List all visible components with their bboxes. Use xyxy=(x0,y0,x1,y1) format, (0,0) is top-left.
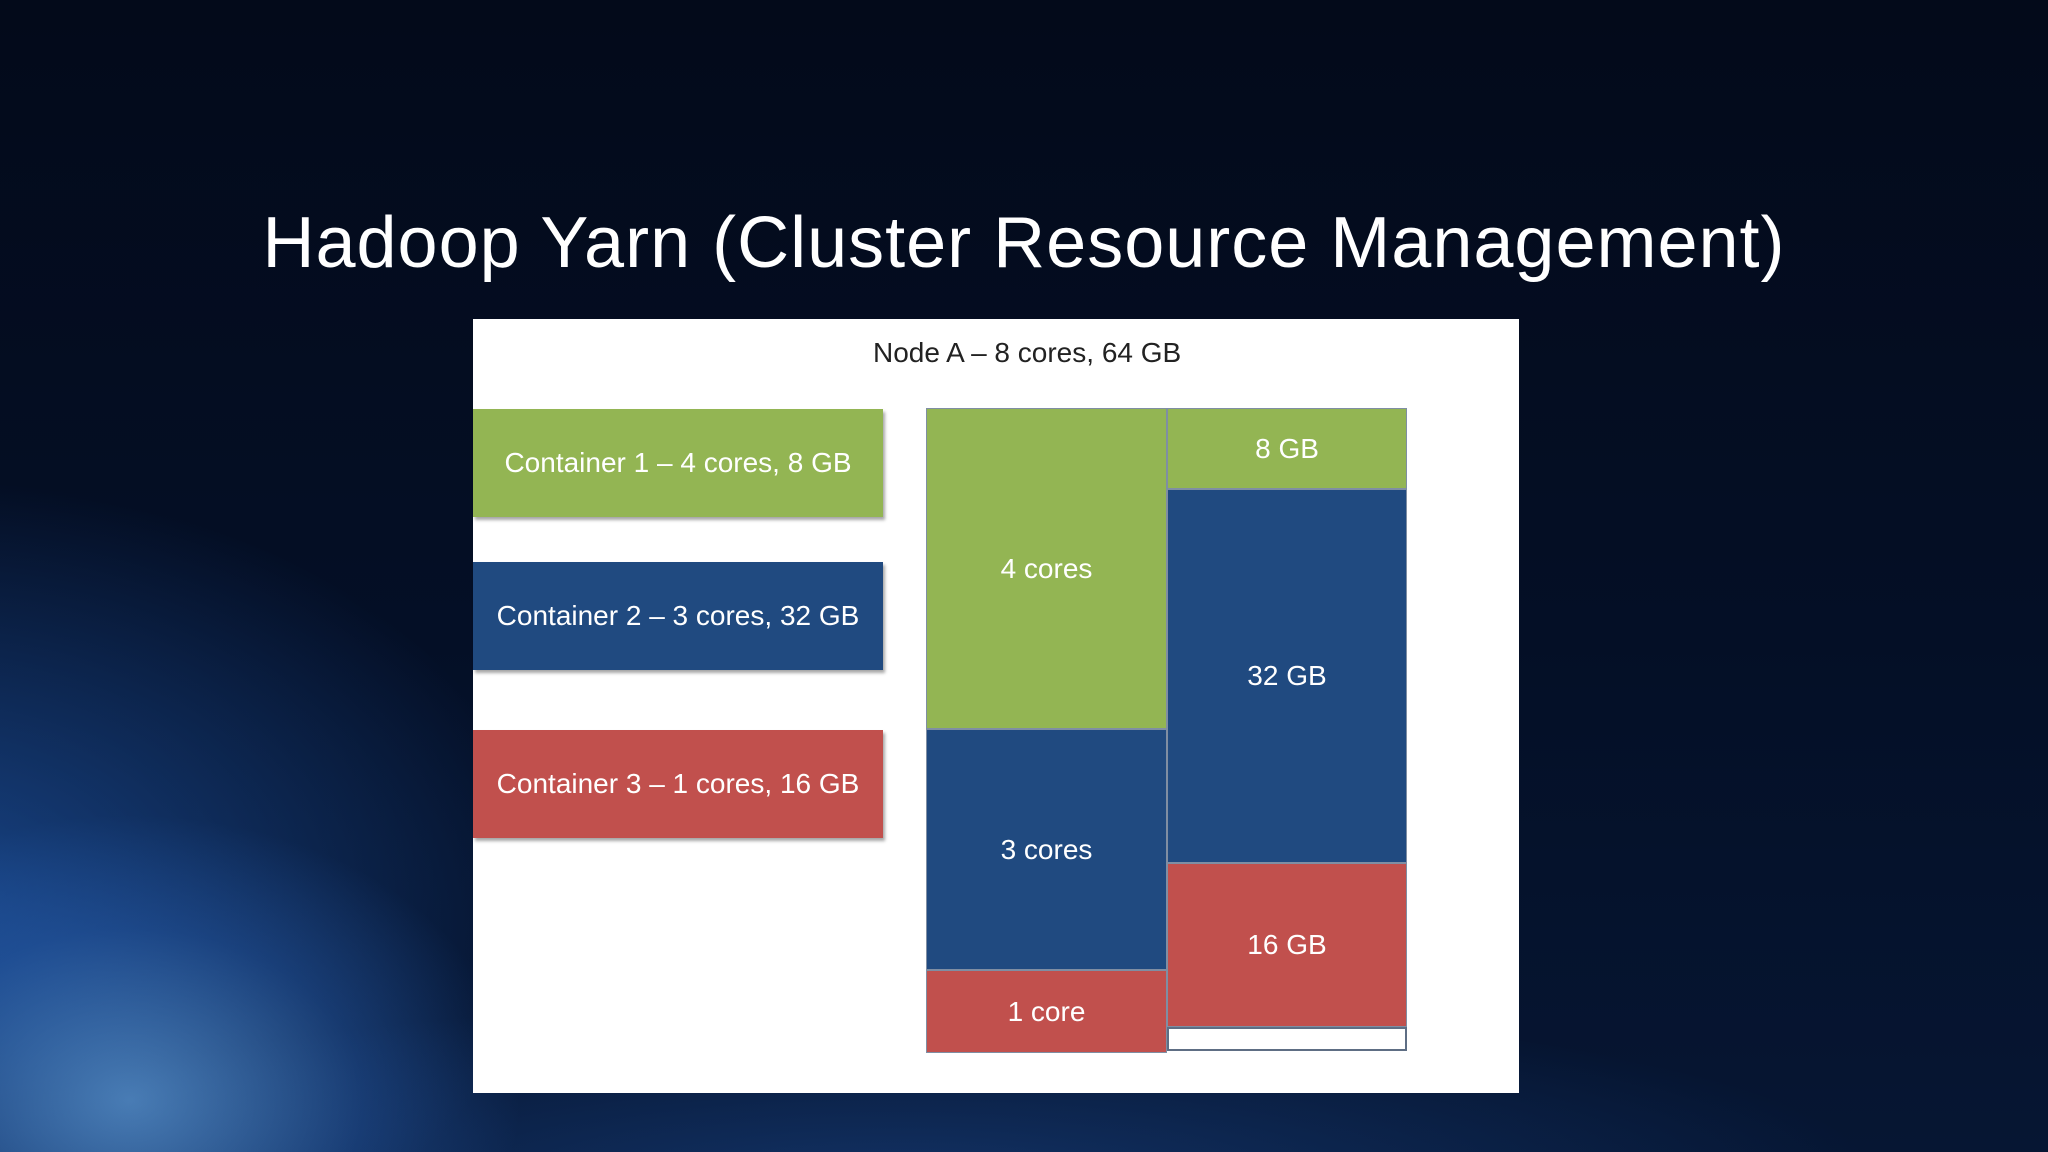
container-1-box: Container 1 – 4 cores, 8 GB xyxy=(473,409,883,517)
cores-block-container-1: 4 cores xyxy=(926,408,1167,729)
memory-free-block xyxy=(1167,1027,1407,1051)
cores-block-container-2: 3 cores xyxy=(926,729,1167,970)
cores-block-container-3: 1 core xyxy=(926,970,1167,1053)
container-3-box: Container 3 – 1 cores, 16 GB xyxy=(473,730,883,838)
node-title: Node A – 8 cores, 64 GB xyxy=(873,337,1182,368)
memory-block-container-3: 16 GB xyxy=(1167,863,1407,1027)
memory-block-container-2: 32 GB xyxy=(1167,489,1407,863)
slide-title: Hadoop Yarn (Cluster Resource Management… xyxy=(262,203,1786,283)
memory-block-container-1: 8 GB xyxy=(1167,408,1407,489)
diagram-panel: Node A – 8 cores, 64 GB Container 1 – 4 … xyxy=(473,319,1519,1093)
container-2-box: Container 2 – 3 cores, 32 GB xyxy=(473,562,883,670)
